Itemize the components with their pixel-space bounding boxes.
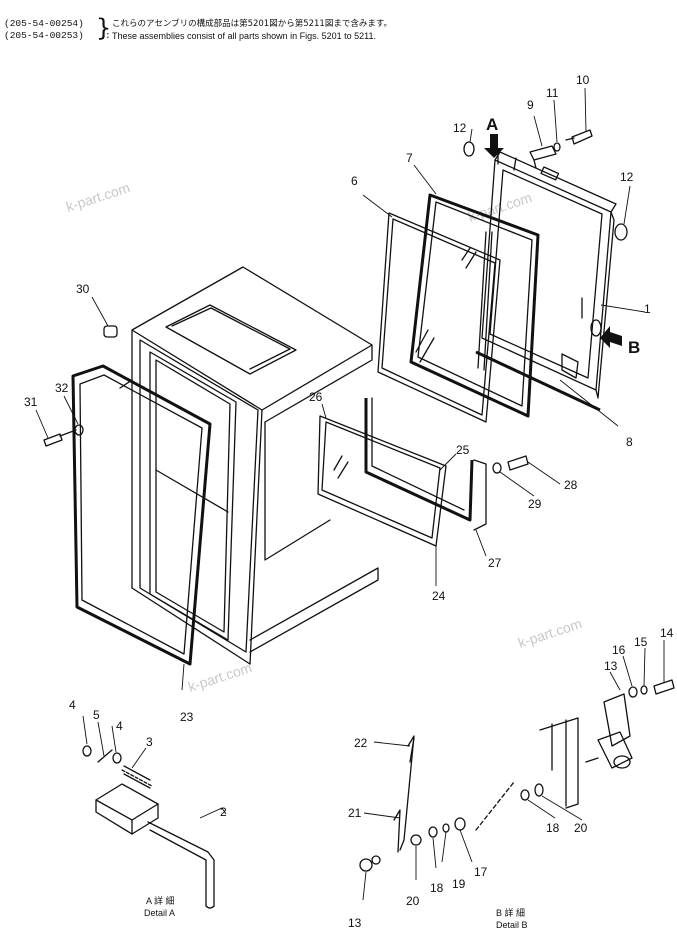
- view-b-letter: B: [628, 338, 640, 357]
- callout-13b: 13: [604, 659, 618, 673]
- callout-2: 2: [220, 805, 227, 819]
- callout-20a: 20: [406, 894, 420, 908]
- detail-b-assembly: [359, 679, 675, 872]
- callout-8: 8: [626, 435, 633, 449]
- callout-30: 30: [76, 282, 90, 296]
- callout-12a: 12: [453, 121, 467, 135]
- callout-labels: 1 2 3 4 4 5 6 7 8 9 10 11 12 12 13 13 14…: [24, 73, 674, 930]
- callout-15: 15: [634, 635, 648, 649]
- callout-23: 23: [180, 710, 194, 724]
- callout-25: 25: [456, 443, 470, 457]
- detail-a-caption-en: Detail A: [144, 908, 175, 918]
- callout-24: 24: [432, 589, 446, 603]
- parts-30-31-32: [43, 325, 118, 447]
- parts-9-12-hardware: [463, 129, 628, 241]
- part-codes: (205-54-00254) (205-54-00253): [4, 18, 96, 42]
- view-a-letter: A: [486, 115, 498, 134]
- watermarks: k-part.com k-part.com k-part.com k-part.…: [64, 179, 584, 695]
- callout-31: 31: [24, 395, 38, 409]
- detail-a-caption-jp: A 詳 細: [146, 895, 175, 906]
- callout-4b: 4: [116, 719, 123, 733]
- callout-7: 7: [406, 151, 413, 165]
- colon-symbol: :: [105, 30, 111, 41]
- detail-b-caption-jp: B 詳 細: [496, 907, 525, 918]
- callout-29: 29: [528, 497, 542, 511]
- part-1-frame: [477, 151, 617, 399]
- callout-1: 1: [644, 302, 651, 316]
- callout-6: 6: [351, 174, 358, 188]
- note-english: These assemblies consist of all parts sh…: [112, 31, 376, 41]
- view-a-arrow-icon: [484, 134, 504, 158]
- watermark-3: k-part.com: [516, 615, 584, 651]
- view-b-arrow-icon: [600, 326, 622, 348]
- leader-lines: [35, 87, 665, 901]
- callout-21: 21: [348, 806, 362, 820]
- callout-28: 28: [564, 478, 578, 492]
- detail-a-assembly: [82, 745, 215, 909]
- callout-16: 16: [612, 643, 626, 657]
- callout-10: 10: [576, 73, 590, 87]
- callout-3: 3: [146, 735, 153, 749]
- callout-20b: 20: [574, 821, 588, 835]
- brace-symbol: }: [96, 14, 112, 42]
- callout-13a: 13: [348, 916, 362, 930]
- callout-18b: 18: [430, 881, 444, 895]
- part-23-window-seal: [71, 364, 212, 666]
- cab-body: [119, 266, 379, 665]
- detail-captions: A 詳 細 Detail A B 詳 細 Detail B: [144, 895, 528, 930]
- part-code-1: (205-54-00254): [4, 18, 84, 29]
- callout-14: 14: [660, 626, 674, 640]
- part-8-rod: [475, 350, 601, 412]
- callout-5: 5: [93, 708, 100, 722]
- callout-17: 17: [474, 865, 488, 879]
- parts-28-29-bolt: [492, 455, 529, 474]
- watermark-4: k-part.com: [186, 659, 254, 695]
- part-6-glass: [377, 212, 501, 423]
- callout-12b: 12: [620, 170, 634, 184]
- callout-11: 11: [546, 86, 559, 100]
- note-japanese: これらのアセンブリの構成部品は第5201図から第5211図まで含みます。: [112, 19, 392, 29]
- callout-19: 19: [452, 877, 466, 891]
- detail-b-caption-en: Detail B: [496, 920, 528, 930]
- callout-4a: 4: [69, 698, 76, 712]
- view-arrows: A B: [484, 115, 640, 357]
- callout-22: 22: [354, 736, 368, 750]
- callout-27: 27: [488, 556, 502, 570]
- watermark-1: k-part.com: [64, 179, 132, 215]
- part-7-seal: [409, 193, 540, 418]
- parts-24-27-lower-glass: [317, 397, 487, 547]
- callout-32: 32: [55, 381, 69, 395]
- part-code-2: (205-54-00253): [4, 30, 84, 41]
- callout-18a: 18: [546, 821, 560, 835]
- callout-26: 26: [309, 390, 323, 404]
- callout-9: 9: [527, 98, 534, 112]
